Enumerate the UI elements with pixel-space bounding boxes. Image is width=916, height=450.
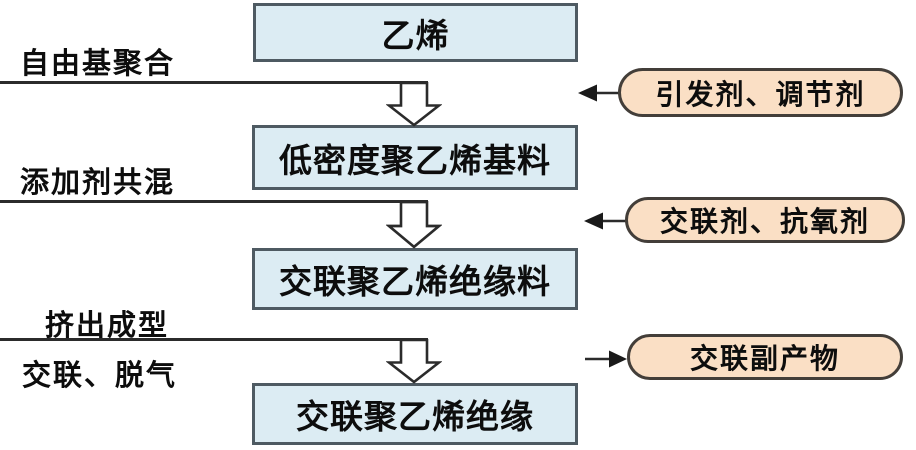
step-divider-line bbox=[0, 81, 428, 84]
step-label-extrusion-molding: 挤出成型 bbox=[45, 308, 170, 342]
step-divider-line bbox=[0, 338, 428, 341]
flow-down-arrow-icon bbox=[386, 201, 442, 249]
stage-box-xlpe-compound: 交联聚乙烯绝缘料 bbox=[252, 248, 578, 310]
stage-label: 乙烯 bbox=[381, 15, 450, 55]
input-arrow-icon bbox=[584, 212, 626, 230]
side-node-label: 交联副产物 bbox=[689, 342, 840, 375]
side-node-crosslink-byproduct: 交联副产物 bbox=[627, 334, 903, 380]
side-node-label: 交联剂、抗氧剂 bbox=[659, 205, 870, 238]
step-label-crosslink-degas: 交联、脱气 bbox=[22, 358, 178, 392]
stage-box-ethylene: 乙烯 bbox=[253, 3, 578, 62]
stage-label: 低密度聚乙烯基料 bbox=[279, 140, 551, 180]
output-arrow-icon bbox=[585, 350, 627, 368]
input-arrow-icon bbox=[578, 84, 619, 102]
flow-down-arrow-icon bbox=[386, 82, 442, 127]
stage-label: 交联聚乙烯绝缘料 bbox=[279, 262, 551, 301]
stage-box-ldpe-base: 低密度聚乙烯基料 bbox=[252, 125, 578, 190]
side-node-crosslinker-antioxidant: 交联剂、抗氧剂 bbox=[625, 197, 905, 243]
side-node-label: 引发剂、调节剂 bbox=[655, 77, 866, 111]
flow-down-arrow-icon bbox=[386, 339, 442, 384]
stage-label: 交联聚乙烯绝缘 bbox=[296, 397, 534, 436]
stage-box-xlpe-insulation: 交联聚乙烯绝缘 bbox=[252, 383, 578, 445]
step-divider-line bbox=[0, 200, 428, 203]
side-node-initiator-regulator: 引发剂、调节剂 bbox=[618, 68, 903, 117]
step-label-additive-blending: 添加剂共混 bbox=[20, 165, 176, 199]
step-label-free-radical-polymerization: 自由基聚合 bbox=[20, 46, 176, 80]
